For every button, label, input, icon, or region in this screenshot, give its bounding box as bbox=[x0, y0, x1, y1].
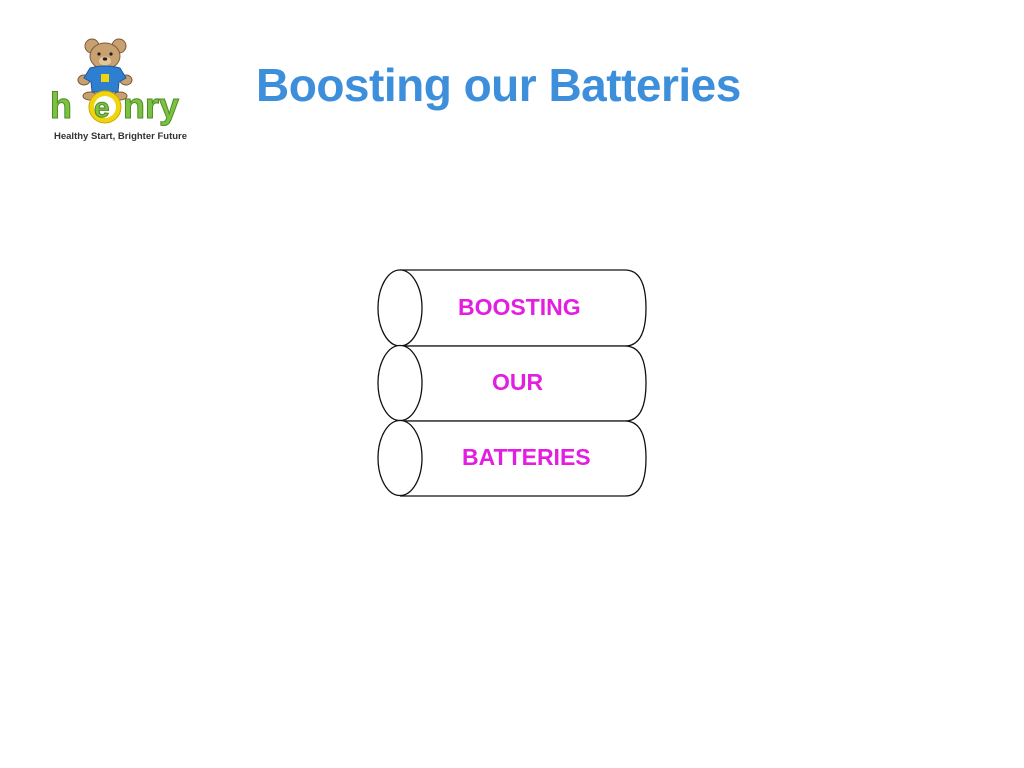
logo-tagline: Healthy Start, Brighter Future bbox=[54, 131, 187, 142]
cylinder-1 bbox=[377, 269, 647, 347]
stacked-cylinders-diagram: BOOSTING OUR BATTERIES bbox=[370, 262, 660, 507]
cylinder-label-boosting: BOOSTING bbox=[458, 294, 581, 320]
svg-text:nry: nry bbox=[123, 85, 179, 126]
cylinder-2 bbox=[377, 344, 647, 422]
svg-text:h: h bbox=[50, 85, 72, 126]
henry-logo: h e nry Healthy Start, Brighter Future bbox=[46, 36, 204, 148]
cylinder-3 bbox=[377, 419, 647, 497]
svg-text:e: e bbox=[94, 92, 110, 123]
teddy-bear-icon: h e nry Healthy Start, Brighter Future bbox=[50, 38, 187, 142]
cylinder-label-batteries: BATTERIES bbox=[462, 444, 591, 470]
cylinders-graphic bbox=[377, 269, 647, 497]
cylinder-label-our: OUR bbox=[492, 369, 544, 395]
page-title: Boosting our Batteries bbox=[256, 59, 741, 111]
